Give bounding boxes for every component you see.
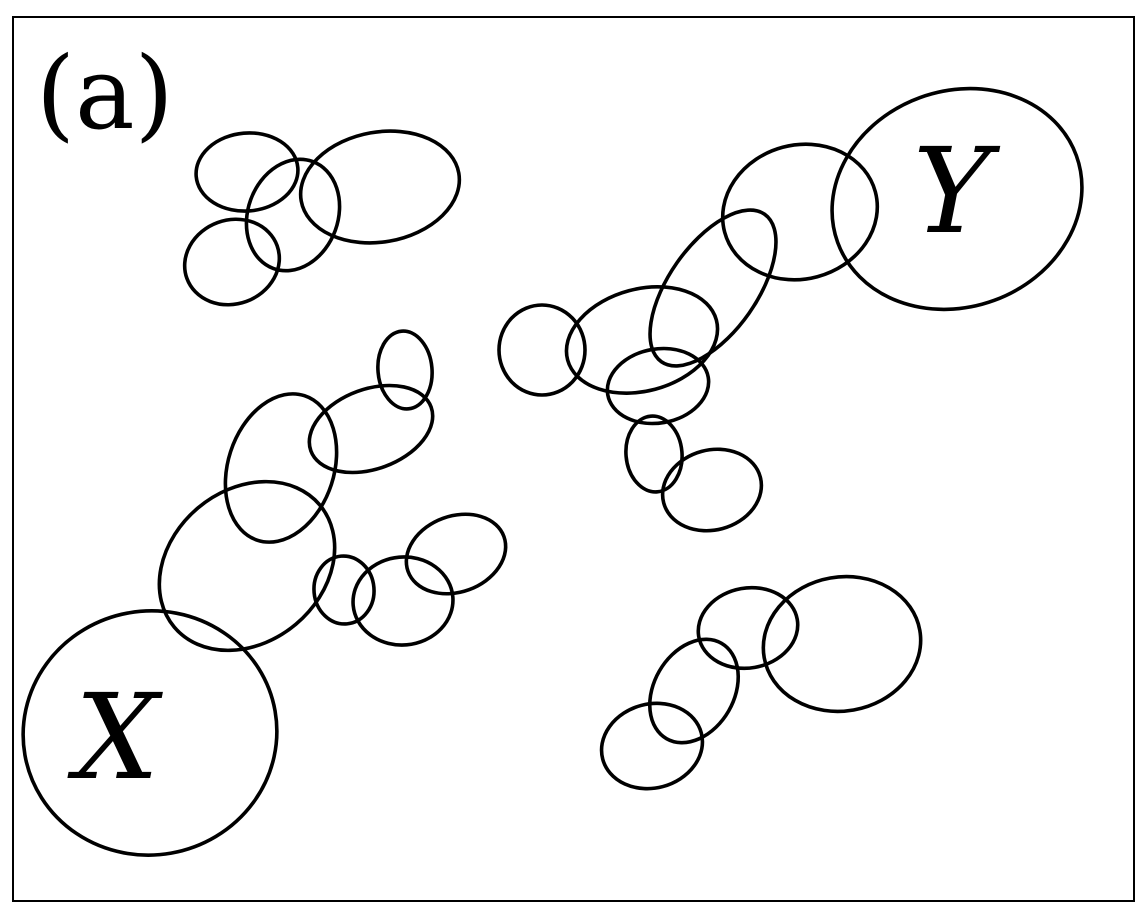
blob: [605, 346, 711, 426]
blob: [21, 609, 279, 857]
set-x-label: X: [67, 668, 163, 806]
blob: [157, 479, 337, 653]
blob: [223, 392, 339, 544]
blob: [194, 131, 300, 213]
blob: [244, 157, 342, 273]
blob: [696, 585, 800, 671]
blob: [830, 86, 1084, 312]
blob: [761, 574, 923, 714]
blob: [351, 555, 455, 647]
panel-label: (a): [36, 35, 174, 152]
cluster-upper-right-y: [497, 86, 1084, 533]
blob: [182, 217, 282, 307]
blob: [564, 285, 720, 395]
blob: [312, 554, 376, 626]
panel-frame: [12, 16, 1135, 902]
blob: [497, 303, 587, 397]
cluster-lower-right: [599, 574, 923, 791]
blob: [376, 329, 434, 411]
blob: [647, 637, 741, 745]
cluster-top-left: [182, 129, 462, 307]
blob: [298, 129, 462, 245]
set-y-label: Y: [913, 122, 1001, 260]
blob: [624, 414, 684, 494]
blob: [599, 701, 705, 791]
blob: [648, 208, 778, 368]
cluster-left-x: [21, 329, 508, 857]
blob: [404, 512, 508, 596]
blob: [720, 142, 880, 282]
blob: [307, 383, 435, 475]
blob: [660, 447, 764, 533]
